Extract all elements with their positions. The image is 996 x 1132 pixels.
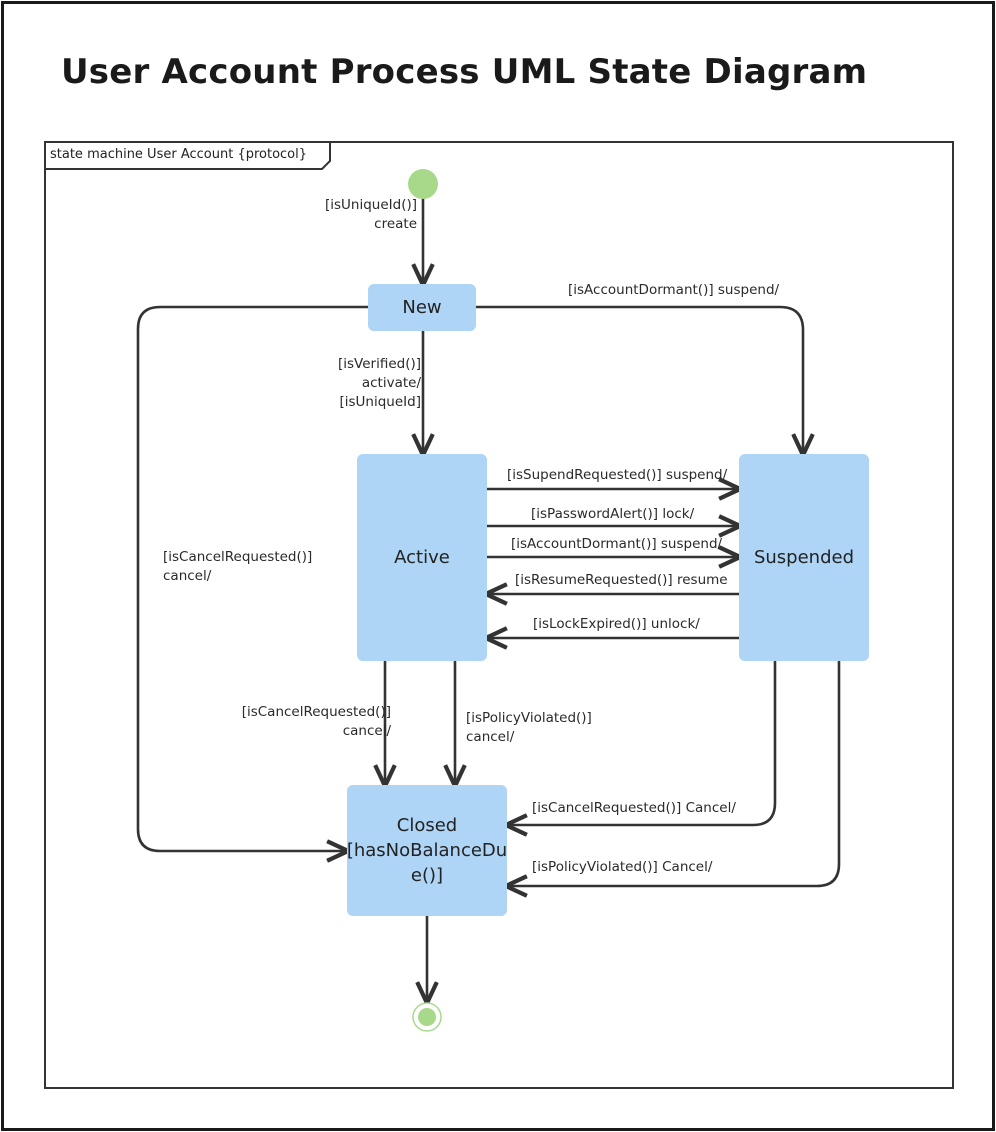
label-active-suspended-3: [isAccountDormant()] suspend/ — [511, 536, 723, 552]
label-suspended-active-1: [isResumeRequested()] resume — [515, 572, 728, 588]
state-active[interactable]: Active — [357, 454, 487, 661]
initial-state-node — [408, 169, 438, 199]
edge-new-suspended — [476, 305, 803, 454]
frame-label: state machine User Account {protocol} — [50, 147, 308, 162]
edge-suspended-closed-1 — [507, 661, 777, 825]
label-new-active: [isVerified()] activate/ [isUniqueId] — [337, 356, 421, 410]
state-closed[interactable]: Closed [hasNoBalanceDu e()] — [347, 785, 507, 916]
label-new-suspended: [isAccountDormant()] suspend/ — [568, 282, 780, 298]
label-active-closed-b: [isPolicyViolated()] cancel/ — [466, 710, 592, 745]
state-new-label: New — [402, 297, 442, 318]
label-suspended-closed-1: [isCancelRequested()] Cancel/ — [532, 800, 736, 816]
label-active-closed-a: [isCancelRequested()] cancel/ — [241, 704, 391, 739]
state-closed-label-3: e()] — [410, 865, 444, 886]
edge-suspended-closed-2 — [507, 661, 841, 886]
state-active-label: Active — [394, 547, 450, 568]
state-new[interactable]: New — [368, 284, 476, 331]
label-suspended-closed-2: [isPolicyViolated()] Cancel/ — [532, 859, 713, 875]
label-initial: [isUniqueId()] create — [324, 197, 417, 232]
frame-tab — [45, 142, 331, 170]
label-active-suspended-1: [isSupendRequested()] suspend/ — [507, 467, 728, 483]
edge-new-closed — [136, 305, 368, 851]
state-suspended[interactable]: Suspended — [739, 454, 869, 661]
state-closed-label-1: Closed — [396, 815, 458, 836]
state-machine-frame — [44, 141, 954, 1089]
diagram-title: User Account Process UML State Diagram — [61, 52, 868, 92]
state-closed-label-2: [hasNoBalanceDu — [346, 840, 508, 861]
state-suspended-label: Suspended — [753, 547, 855, 568]
label-new-closed: [isCancelRequested()] cancel/ — [163, 549, 313, 584]
label-active-suspended-2: [isPasswordAlert()] lock/ — [531, 506, 695, 522]
label-suspended-active-2: [isLockExpired()] unlock/ — [533, 616, 700, 632]
